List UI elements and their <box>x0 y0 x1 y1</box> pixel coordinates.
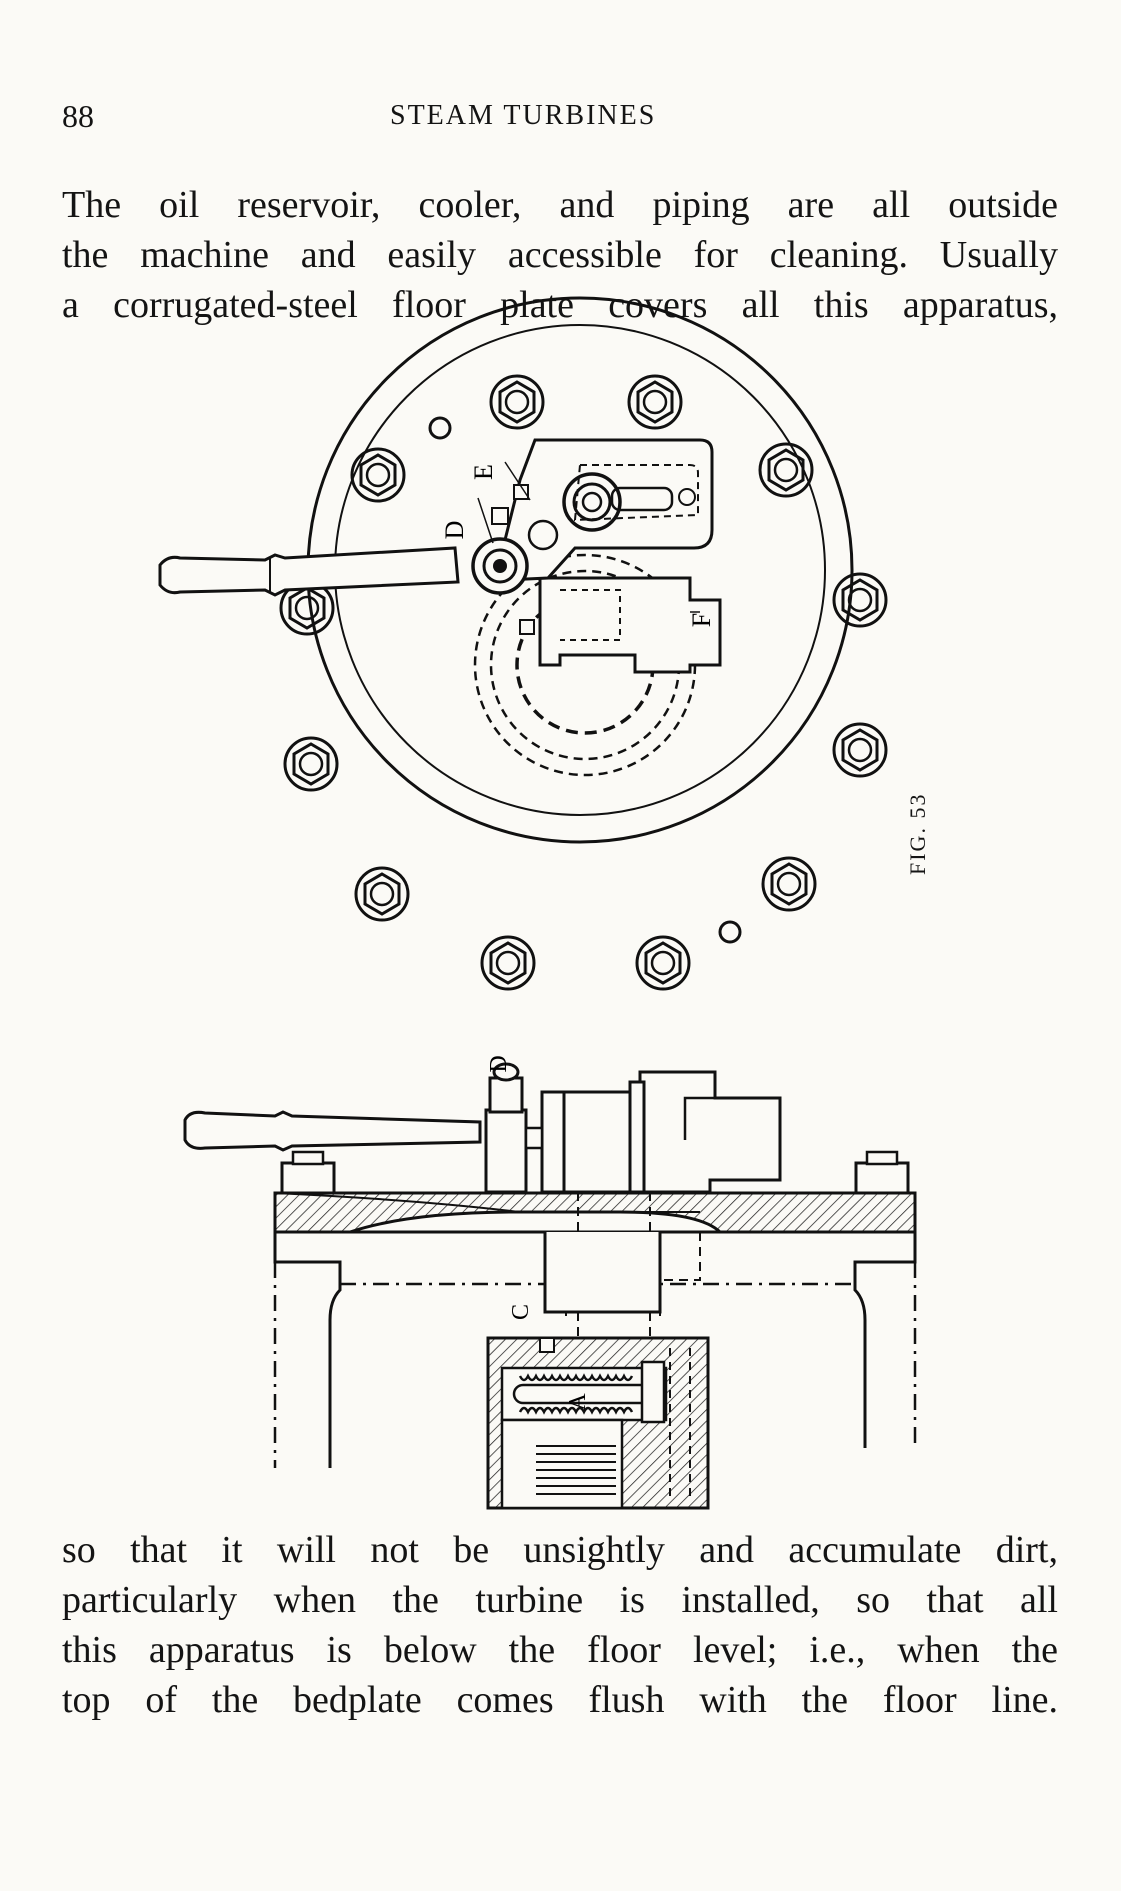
valve-housing <box>638 1070 782 1194</box>
bolt <box>758 442 814 498</box>
lever-hub <box>482 548 518 584</box>
set-screw <box>539 1337 555 1353</box>
pivot-boss <box>581 491 603 513</box>
bolt <box>761 856 817 912</box>
bolt <box>635 935 691 991</box>
trip-housing <box>498 438 714 582</box>
flange-plate <box>628 1080 646 1194</box>
stud-cap <box>492 1062 520 1082</box>
pivot-boss <box>572 482 612 522</box>
bolt <box>489 374 545 430</box>
bolt <box>283 736 339 792</box>
lever-hub <box>493 559 507 573</box>
letter-d: D <box>440 521 469 540</box>
bolt <box>354 866 410 922</box>
text-line: so that it will not be unsightly and acc… <box>62 1529 1058 1571</box>
letter-e: E <box>469 464 498 480</box>
stop-block <box>491 507 509 525</box>
hand-lever <box>158 546 460 597</box>
running-head: STEAM TURBINES <box>390 100 657 131</box>
text-line: a corrugated-steel floor plate covers al… <box>62 284 1058 326</box>
bolt <box>832 722 888 778</box>
flange-plate <box>540 1090 566 1194</box>
plunger-head <box>640 1360 666 1424</box>
support-leg <box>853 1232 917 1448</box>
bolt-head <box>291 1150 325 1166</box>
bolt-head <box>854 1161 910 1195</box>
passage-hidden <box>640 1231 701 1281</box>
valve-body <box>538 576 722 674</box>
support-leg <box>273 1232 342 1468</box>
page-number: 88 <box>62 98 94 134</box>
hidden-port <box>669 1348 691 1500</box>
dowel-hole <box>428 416 452 440</box>
leader-line <box>477 497 494 544</box>
trip-hidden-outline <box>573 464 699 522</box>
figure-label: FIG. 53 <box>905 792 930 875</box>
bolt-head <box>865 1150 899 1166</box>
threads <box>536 1445 616 1495</box>
letter-d-side: D <box>486 1055 512 1072</box>
spring <box>518 1373 634 1415</box>
side-view: D C A <box>183 1055 917 1510</box>
valve-neck <box>543 1232 662 1314</box>
top-view: E D F <box>158 296 888 991</box>
stud-nut <box>488 1076 524 1114</box>
bolt <box>480 935 536 991</box>
letter-f: F <box>687 613 716 627</box>
dowel-hole <box>718 920 742 944</box>
collar <box>524 1126 544 1150</box>
bolt <box>832 572 888 628</box>
bedplate-curve <box>274 1192 700 1214</box>
text-line: top of the bedplate comes flush with the… <box>62 1679 1058 1721</box>
valve-housing <box>558 1090 632 1194</box>
text-line: the machine and easily accessible for cl… <box>62 234 1058 276</box>
letter-a: A <box>565 1393 591 1411</box>
paragraph-bottom: so that it will not be unsightly and acc… <box>62 1525 1058 1725</box>
bolt <box>350 447 406 503</box>
bolt <box>627 374 683 430</box>
slot <box>610 486 674 512</box>
pin <box>678 488 696 506</box>
text-line: particularly when the turbine is install… <box>62 1579 1058 1621</box>
stop-block <box>519 619 535 635</box>
pivot-boss <box>562 472 622 532</box>
letter-c: C <box>508 1304 534 1320</box>
lever-stud <box>484 1108 528 1194</box>
hand-lever-side <box>183 1110 482 1152</box>
paragraph-top: The oil reservoir, cooler, and piping ar… <box>62 180 1058 330</box>
bolt-head <box>280 1161 336 1195</box>
roller <box>527 519 559 551</box>
valve-housing-line <box>683 1096 715 1140</box>
text-line: The oil reservoir, cooler, and piping ar… <box>62 184 1058 226</box>
text-line: this apparatus is below the floor level;… <box>62 1629 1058 1671</box>
leader-line <box>504 461 531 501</box>
